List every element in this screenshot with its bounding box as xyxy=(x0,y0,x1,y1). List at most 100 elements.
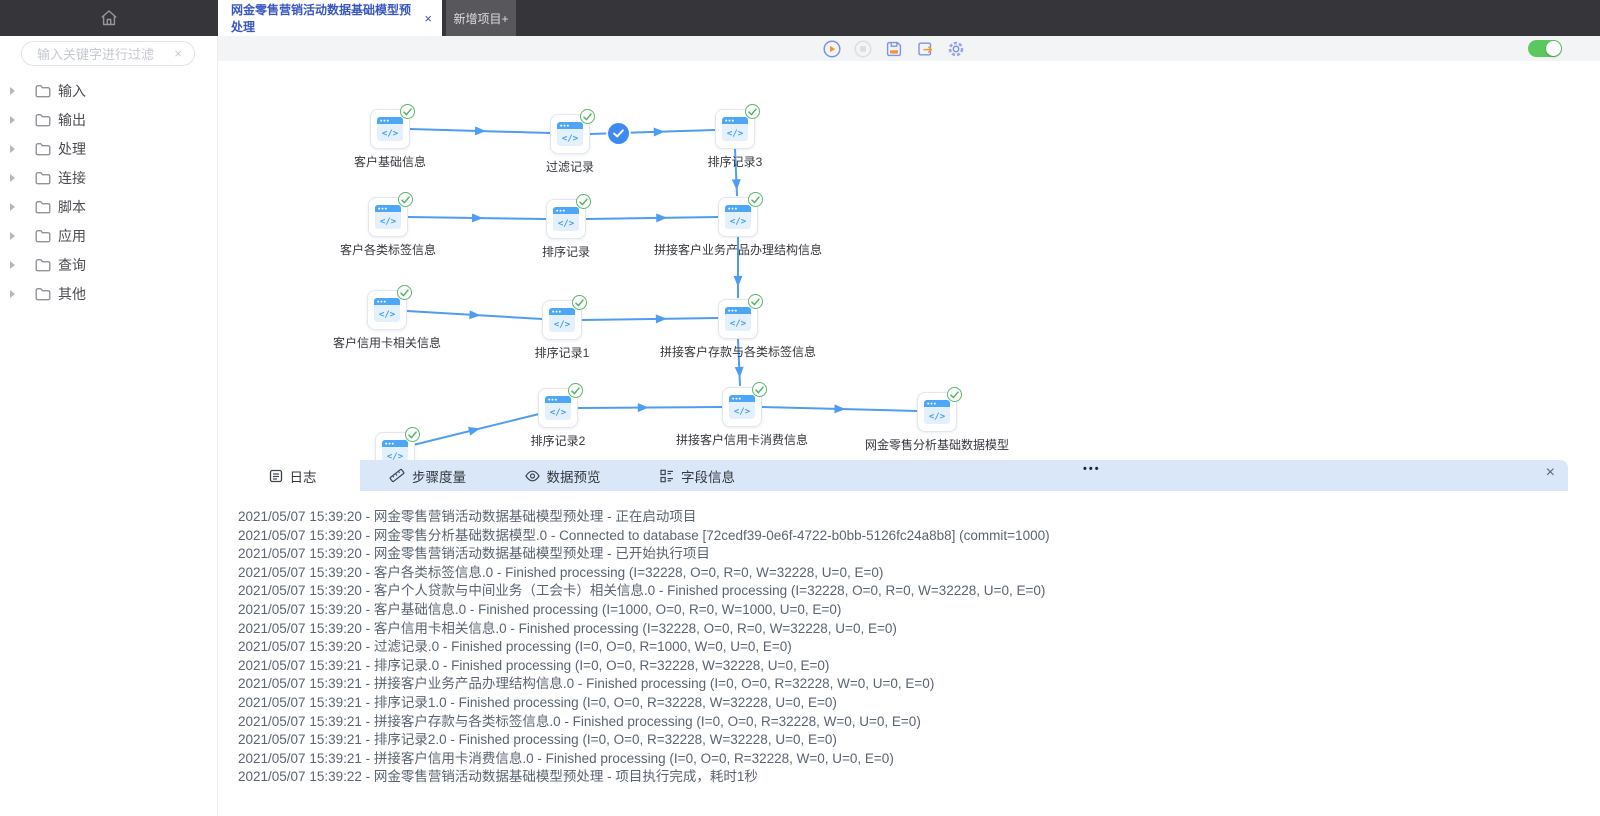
step-card[interactable]: </> xyxy=(542,295,587,340)
caret-right-icon[interactable] xyxy=(10,202,15,211)
folder-icon xyxy=(35,142,51,155)
panel-tab-数据预览[interactable]: 数据预览 xyxy=(495,460,630,491)
caret-right-icon[interactable] xyxy=(10,144,15,153)
success-badge-icon xyxy=(572,295,587,310)
flow-node-n3[interactable]: </> 排序记录3 xyxy=(708,104,762,169)
log-line: 2021/05/07 15:39:21 - 排序记录1.0 - Finished… xyxy=(238,694,837,710)
code-window-icon: </> xyxy=(725,205,751,229)
step-card[interactable]: </> xyxy=(370,104,415,149)
sidebar-category-查询[interactable]: 查询 xyxy=(0,250,218,279)
step-card[interactable]: </> xyxy=(538,383,583,428)
sidebar-category-处理[interactable]: 处理 xyxy=(0,134,218,163)
step-card[interactable]: </> xyxy=(917,387,962,432)
flow-node-n1[interactable]: </> 客户基础信息 xyxy=(354,104,426,169)
sidebar-category-脚本[interactable]: 脚本 xyxy=(0,192,218,221)
flow-node-n13[interactable]: </> 网金零售分析基础数据模型 xyxy=(865,387,1009,452)
flow-node-n6[interactable]: </> 拼接客户业务产品办理结构信息 xyxy=(654,192,822,257)
export-button[interactable] xyxy=(916,40,934,58)
canvas-toggle-switch[interactable] xyxy=(1528,40,1562,57)
step-card[interactable]: </> xyxy=(375,427,420,460)
top-bar: 网金零售营销活动数据基础模型预处理 × 新增项目+ xyxy=(0,0,1600,36)
svg-text:</>: </> xyxy=(558,219,575,229)
new-project-tab[interactable]: 新增项目+ xyxy=(446,0,516,36)
step-label: 网金零售分析基础数据模型 xyxy=(864,438,1010,452)
project-tab-active[interactable]: 网金零售营销活动数据基础模型预处理 × xyxy=(218,0,442,36)
step-label: 客户基础信息 xyxy=(353,155,427,169)
sidebar-category-连接[interactable]: 连接 xyxy=(0,163,218,192)
step-sidebar: 输入关键字进行过滤 × 输入 输出 处理 连接 脚本 xyxy=(0,36,218,816)
panel-more-button[interactable]: ••• xyxy=(1083,463,1101,475)
settings-button[interactable] xyxy=(947,40,965,58)
step-card[interactable]: </> xyxy=(550,109,595,154)
step-label: 排序记录3 xyxy=(707,155,763,169)
step-card[interactable]: </> xyxy=(367,285,412,330)
flow-node-n11[interactable]: </> 排序记录2 xyxy=(531,383,585,448)
step-card[interactable]: </> xyxy=(715,104,760,149)
sidebar-category-输出[interactable]: 输出 xyxy=(0,105,218,134)
filter-input[interactable]: 输入关键字进行过滤 × xyxy=(21,41,195,66)
step-card[interactable]: </> xyxy=(718,294,763,339)
category-label: 连接 xyxy=(58,169,86,186)
svg-text:</>: </> xyxy=(387,452,404,460)
flow-node-n2[interactable]: </> 过滤记录 xyxy=(546,109,595,174)
step-card[interactable]: </> xyxy=(368,192,413,237)
log-line: 2021/05/07 15:39:20 - 过滤记录.0 - Finished … xyxy=(238,639,792,655)
check-icon xyxy=(607,122,629,144)
sidebar-category-其他[interactable]: 其他 xyxy=(0,279,218,308)
panel-close-icon[interactable]: × xyxy=(1545,464,1555,481)
folder-icon xyxy=(35,287,51,300)
step-label: 拼接客户业务产品办理结构信息 xyxy=(653,243,823,257)
log-line: 2021/05/07 15:39:20 - 客户信用卡相关信息.0 - Fini… xyxy=(238,620,897,636)
step-card[interactable]: </> xyxy=(546,194,591,239)
code-window-icon: </> xyxy=(375,205,401,229)
code-window-icon: </> xyxy=(374,298,400,322)
step-label: 排序记录1 xyxy=(534,346,590,360)
flow-node-n4[interactable]: </> 客户各类标签信息 xyxy=(340,192,436,257)
category-label: 脚本 xyxy=(58,198,86,215)
clear-filter-icon[interactable]: × xyxy=(174,46,182,61)
svg-text:</>: </> xyxy=(554,320,571,330)
success-badge-icon xyxy=(398,192,413,207)
caret-right-icon[interactable] xyxy=(10,173,15,182)
caret-right-icon[interactable] xyxy=(10,115,15,124)
log-line: 2021/05/07 15:39:20 - 客户各类标签信息.0 - Finis… xyxy=(238,564,884,580)
flow-node-n8[interactable]: </> 排序记录1 xyxy=(535,295,589,360)
panel-tab-字段信息[interactable]: 字段信息 xyxy=(630,460,765,491)
sidebar-category-输入[interactable]: 输入 xyxy=(0,76,218,105)
flow-node-n7[interactable]: </> 客户信用卡相关信息 xyxy=(333,285,441,350)
step-card[interactable]: </> xyxy=(722,382,767,427)
step-label: 拼接客户信用卡消费信息 xyxy=(675,433,809,447)
panel-tab-步骤度量[interactable]: 步骤度量 xyxy=(360,460,495,491)
code-window-icon: </> xyxy=(377,117,403,141)
bottom-panel-tabbar: 日志 步骤度量 数据预览 字段信息 ••• × xyxy=(225,460,1568,491)
sidebar-category-应用[interactable]: 应用 xyxy=(0,221,218,250)
save-button[interactable] xyxy=(885,40,903,58)
flow-canvas[interactable]: </> 客户基础信息 </> 过滤记录 xyxy=(218,61,1600,460)
caret-right-icon[interactable] xyxy=(10,289,15,298)
flow-node-n12[interactable]: </> 拼接客户信用卡消费信息 xyxy=(676,382,808,447)
project-tab-label: 网金零售营销活动数据基础模型预处理 xyxy=(231,3,412,34)
caret-right-icon[interactable] xyxy=(10,86,15,95)
step-card[interactable]: </> xyxy=(718,192,763,237)
log-line: 2021/05/07 15:39:21 - 排序记录.0 - Finished … xyxy=(238,657,830,673)
flow-node-n10[interactable]: </> xyxy=(375,427,420,460)
log-line: 2021/05/07 15:39:20 - 客户个人贷款与中间业务（工会卡）相关… xyxy=(238,583,1046,599)
panel-tab-日志[interactable]: 日志 xyxy=(225,460,360,491)
flow-node-n5[interactable]: </> 排序记录 xyxy=(542,194,591,259)
success-badge-icon xyxy=(397,285,412,300)
code-window-icon: </> xyxy=(725,307,751,331)
flow-node-n9[interactable]: </> 拼接客户存款与各类标签信息 xyxy=(660,294,816,359)
new-project-label: 新增项目+ xyxy=(453,11,509,26)
caret-right-icon[interactable] xyxy=(10,231,15,240)
log-panel: 2021/05/07 15:39:20 - 网金零售营销活动数据基础模型预处理 … xyxy=(218,491,1600,816)
tab-close-icon[interactable]: × xyxy=(424,10,432,26)
code-window-icon: </> xyxy=(549,308,575,332)
caret-right-icon[interactable] xyxy=(10,260,15,269)
stop-button xyxy=(854,39,872,58)
code-window-icon: </> xyxy=(545,396,571,420)
home-button[interactable] xyxy=(96,6,122,30)
run-button[interactable] xyxy=(823,39,841,58)
category-label: 查询 xyxy=(58,256,86,273)
log-line: 2021/05/07 15:39:20 - 客户基础信息.0 - Finishe… xyxy=(238,601,842,617)
category-label: 应用 xyxy=(58,227,86,244)
